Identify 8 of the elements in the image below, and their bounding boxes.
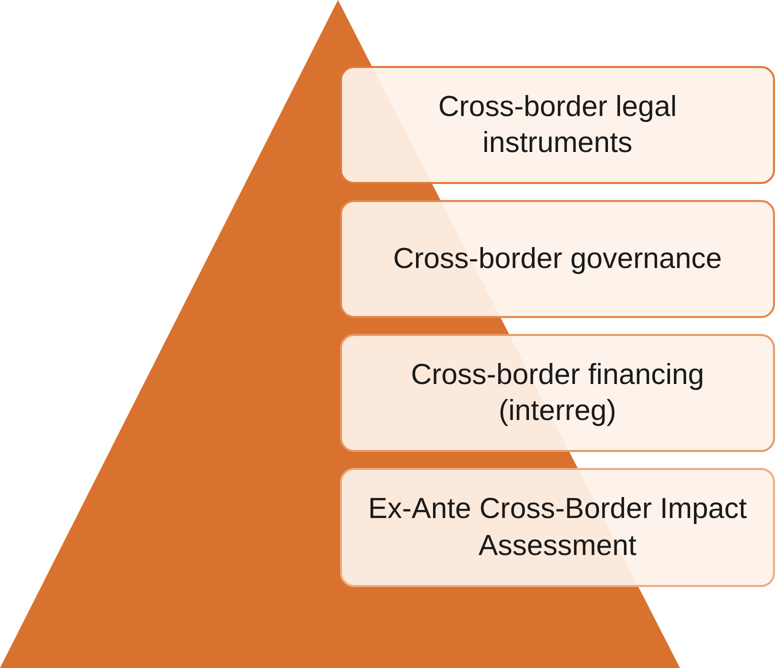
layer-box bbox=[340, 66, 775, 184]
layer-box bbox=[340, 334, 775, 452]
layer-label: Cross-border governance bbox=[392, 242, 723, 277]
layer-label: Cross-border legal instruments bbox=[437, 90, 678, 161]
layer-label: Cross-border financing (interreg) bbox=[410, 358, 706, 429]
layer-box bbox=[340, 200, 775, 318]
layer-label: Ex-Ante Cross-Border Impact Assessment bbox=[367, 492, 748, 564]
layer-box bbox=[340, 468, 775, 587]
